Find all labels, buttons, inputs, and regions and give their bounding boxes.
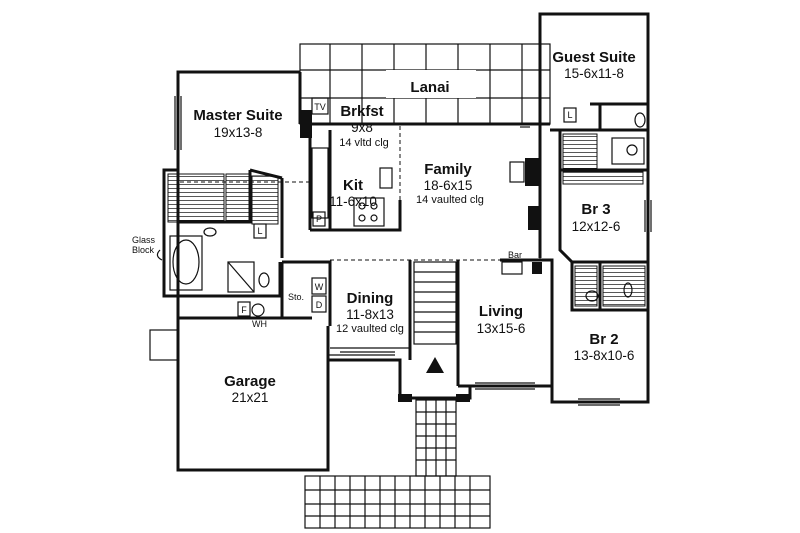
br3-dim: 12x12-6 <box>572 219 621 234</box>
bar-label: Bar <box>508 250 522 260</box>
br2-dim: 13-8x10-6 <box>574 348 635 363</box>
entry-arrow-icon <box>426 357 444 373</box>
closets <box>167 133 646 307</box>
master-suite-dim: 19x13-8 <box>214 125 263 140</box>
linen-master-mark: L <box>257 226 262 236</box>
guest-suite-dim: 15-6x11-8 <box>564 66 624 81</box>
family-fireplace <box>525 158 539 186</box>
linen-guest-mark: L <box>567 110 572 120</box>
water-heater-label: WH <box>252 319 267 329</box>
dining-note: 12 vaulted clg <box>336 323 404 335</box>
brkfst-note: 14 vltd clg <box>339 137 389 149</box>
kit-label: Kit <box>343 177 363 194</box>
windows <box>174 96 652 406</box>
family-note: 14 vaulted clg <box>416 194 484 206</box>
living-dim: 13x15-6 <box>477 321 526 336</box>
br2-label: Br 2 <box>589 331 618 348</box>
fixtures <box>169 110 646 317</box>
entry-stairs <box>413 261 457 345</box>
dining-label: Dining <box>347 290 394 307</box>
room-labels: Lanai Guest Suite 15-6x11-8 Master Suite… <box>193 49 635 405</box>
guest-suite-label: Guest Suite <box>552 49 635 66</box>
garage-label: Garage <box>224 373 276 390</box>
tv-mark: TV <box>314 102 326 112</box>
dining-dim: 11-8x13 <box>346 307 394 322</box>
washer-mark: W <box>315 282 324 292</box>
pantry-mark: P <box>316 214 322 224</box>
dryer-mark: D <box>316 300 323 310</box>
br3-label: Br 3 <box>581 201 610 218</box>
brkfst-dim: 9x8 <box>351 120 373 135</box>
garage-dim: 21x21 <box>232 390 269 405</box>
lanai-label: Lanai <box>410 79 449 96</box>
family-label: Family <box>424 161 472 178</box>
master-suite-label: Master Suite <box>193 107 282 124</box>
furnace-mark: F <box>241 305 247 315</box>
front-walkway <box>304 399 491 529</box>
fixture-labels: TV Glass Block Sto. WH Bar L L P W D F <box>132 97 577 329</box>
kit-dim: 11-6x10 <box>329 194 377 209</box>
brkfst-label: Brkfst <box>340 103 383 120</box>
glass-block-label-2: Block <box>132 245 155 255</box>
family-dim: 18-6x15 <box>424 178 473 193</box>
living-label: Living <box>479 303 523 320</box>
master-fireplace <box>300 110 312 138</box>
glass-block-label-1: Glass <box>132 235 156 245</box>
lanai-patio <box>299 43 551 125</box>
storage-label: Sto. <box>288 292 304 302</box>
